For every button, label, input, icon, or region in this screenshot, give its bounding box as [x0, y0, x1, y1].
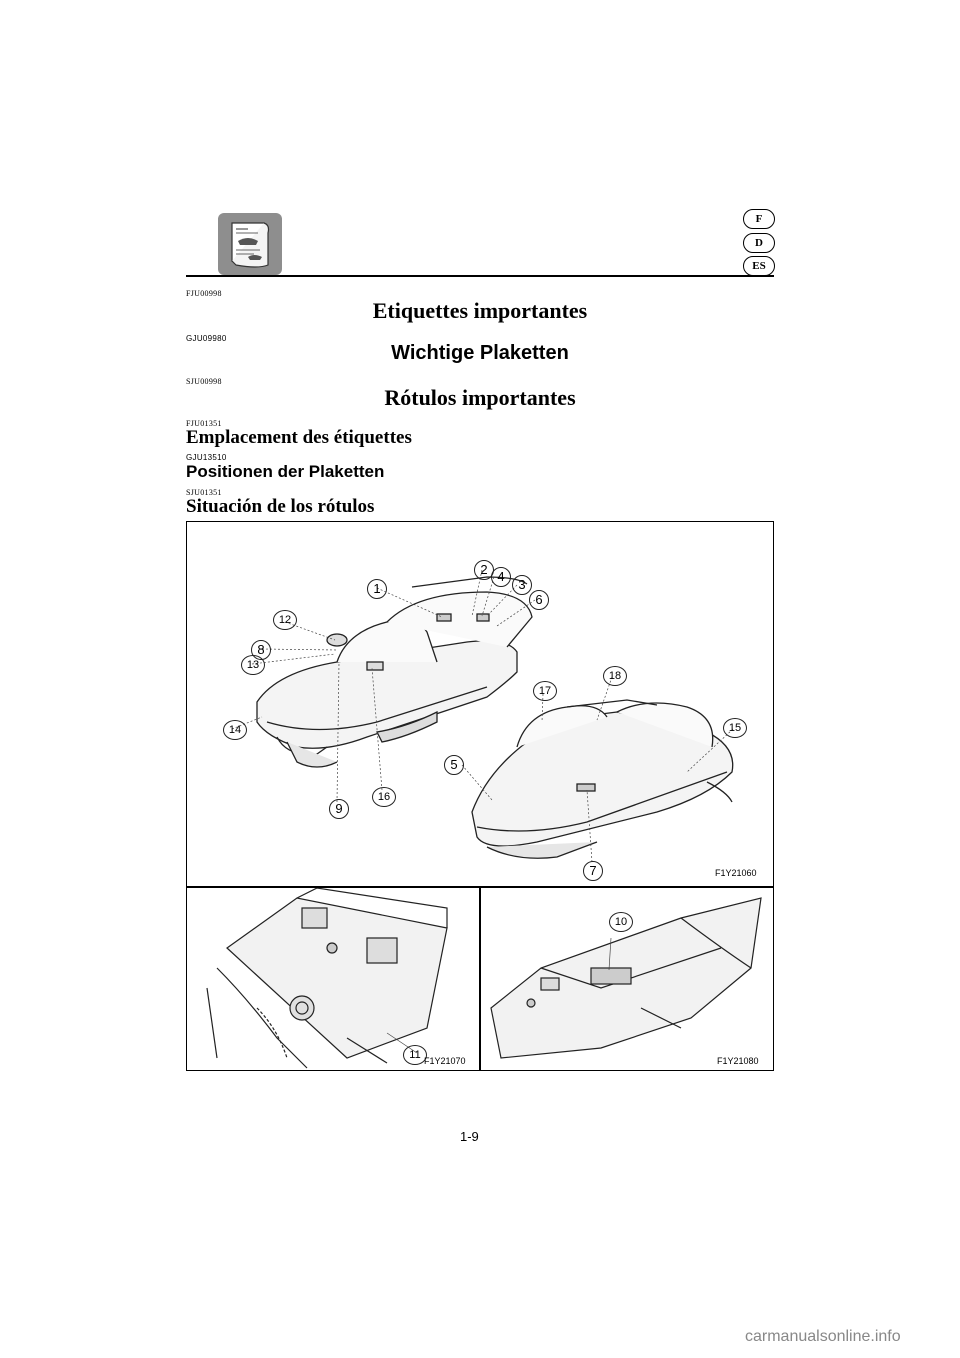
figure-code-bottom-left: F1Y21070	[424, 1056, 466, 1066]
subsection-title-de: Positionen der Plaketten	[186, 462, 385, 481]
section-title-fr: Etiquettes importantes	[372, 298, 588, 323]
label-location-figure: 1 2 4 3 6 12 8 13 14 9 16 5 17 18 15 7 F…	[186, 521, 774, 1071]
watercraft-illustration	[231, 569, 734, 863]
storage-compartment-illustration	[206, 888, 448, 1069]
figure-code-top: F1Y21060	[715, 868, 757, 878]
callout-5: 5	[444, 755, 464, 775]
subsection-title-es: Situación de los rótulos	[186, 496, 375, 517]
callout-17: 17	[533, 681, 557, 701]
callout-3: 3	[512, 575, 532, 595]
callout-1: 1	[367, 579, 387, 599]
language-badge-es: ES	[743, 256, 775, 276]
header-rule	[186, 275, 774, 277]
callout-10: 10	[609, 912, 633, 932]
callout-13: 13	[241, 655, 265, 675]
callout-4: 4	[491, 567, 511, 587]
callout-7: 7	[583, 861, 603, 881]
subsection-code-es: SJU01351	[186, 488, 222, 497]
language-badge-d: D	[743, 233, 775, 253]
manual-book-icon	[218, 213, 282, 275]
language-badge-f: F	[743, 209, 775, 229]
section-code-es: SJU00998	[186, 377, 222, 386]
callout-14: 14	[223, 720, 247, 740]
page-number: 1-9	[460, 1129, 479, 1144]
subsection-title-fr: Emplacement des étiquettes	[186, 427, 412, 448]
callout-16: 16	[372, 787, 396, 807]
section-code-fr: FJU00998	[186, 289, 222, 298]
figure-code-bottom-right: F1Y21080	[717, 1056, 759, 1066]
callout-11: 11	[403, 1045, 427, 1065]
section-title-es: Rótulos importantes	[384, 385, 576, 410]
rear-deck-illustration	[490, 897, 762, 1059]
callout-18: 18	[603, 666, 627, 686]
section-title-de: Wichtige Plaketten	[391, 342, 569, 364]
callout-6: 6	[529, 590, 549, 610]
watermark: carmanualsonline.info	[745, 1328, 901, 1345]
subsection-code-fr: FJU01351	[186, 419, 222, 428]
figure-divider-vertical	[479, 886, 481, 1070]
callout-15: 15	[723, 718, 747, 738]
subsection-code-de: GJU13510	[186, 453, 227, 462]
section-code-de: GJU09980	[186, 334, 227, 343]
callout-9: 9	[329, 799, 349, 819]
callout-12: 12	[273, 610, 297, 630]
